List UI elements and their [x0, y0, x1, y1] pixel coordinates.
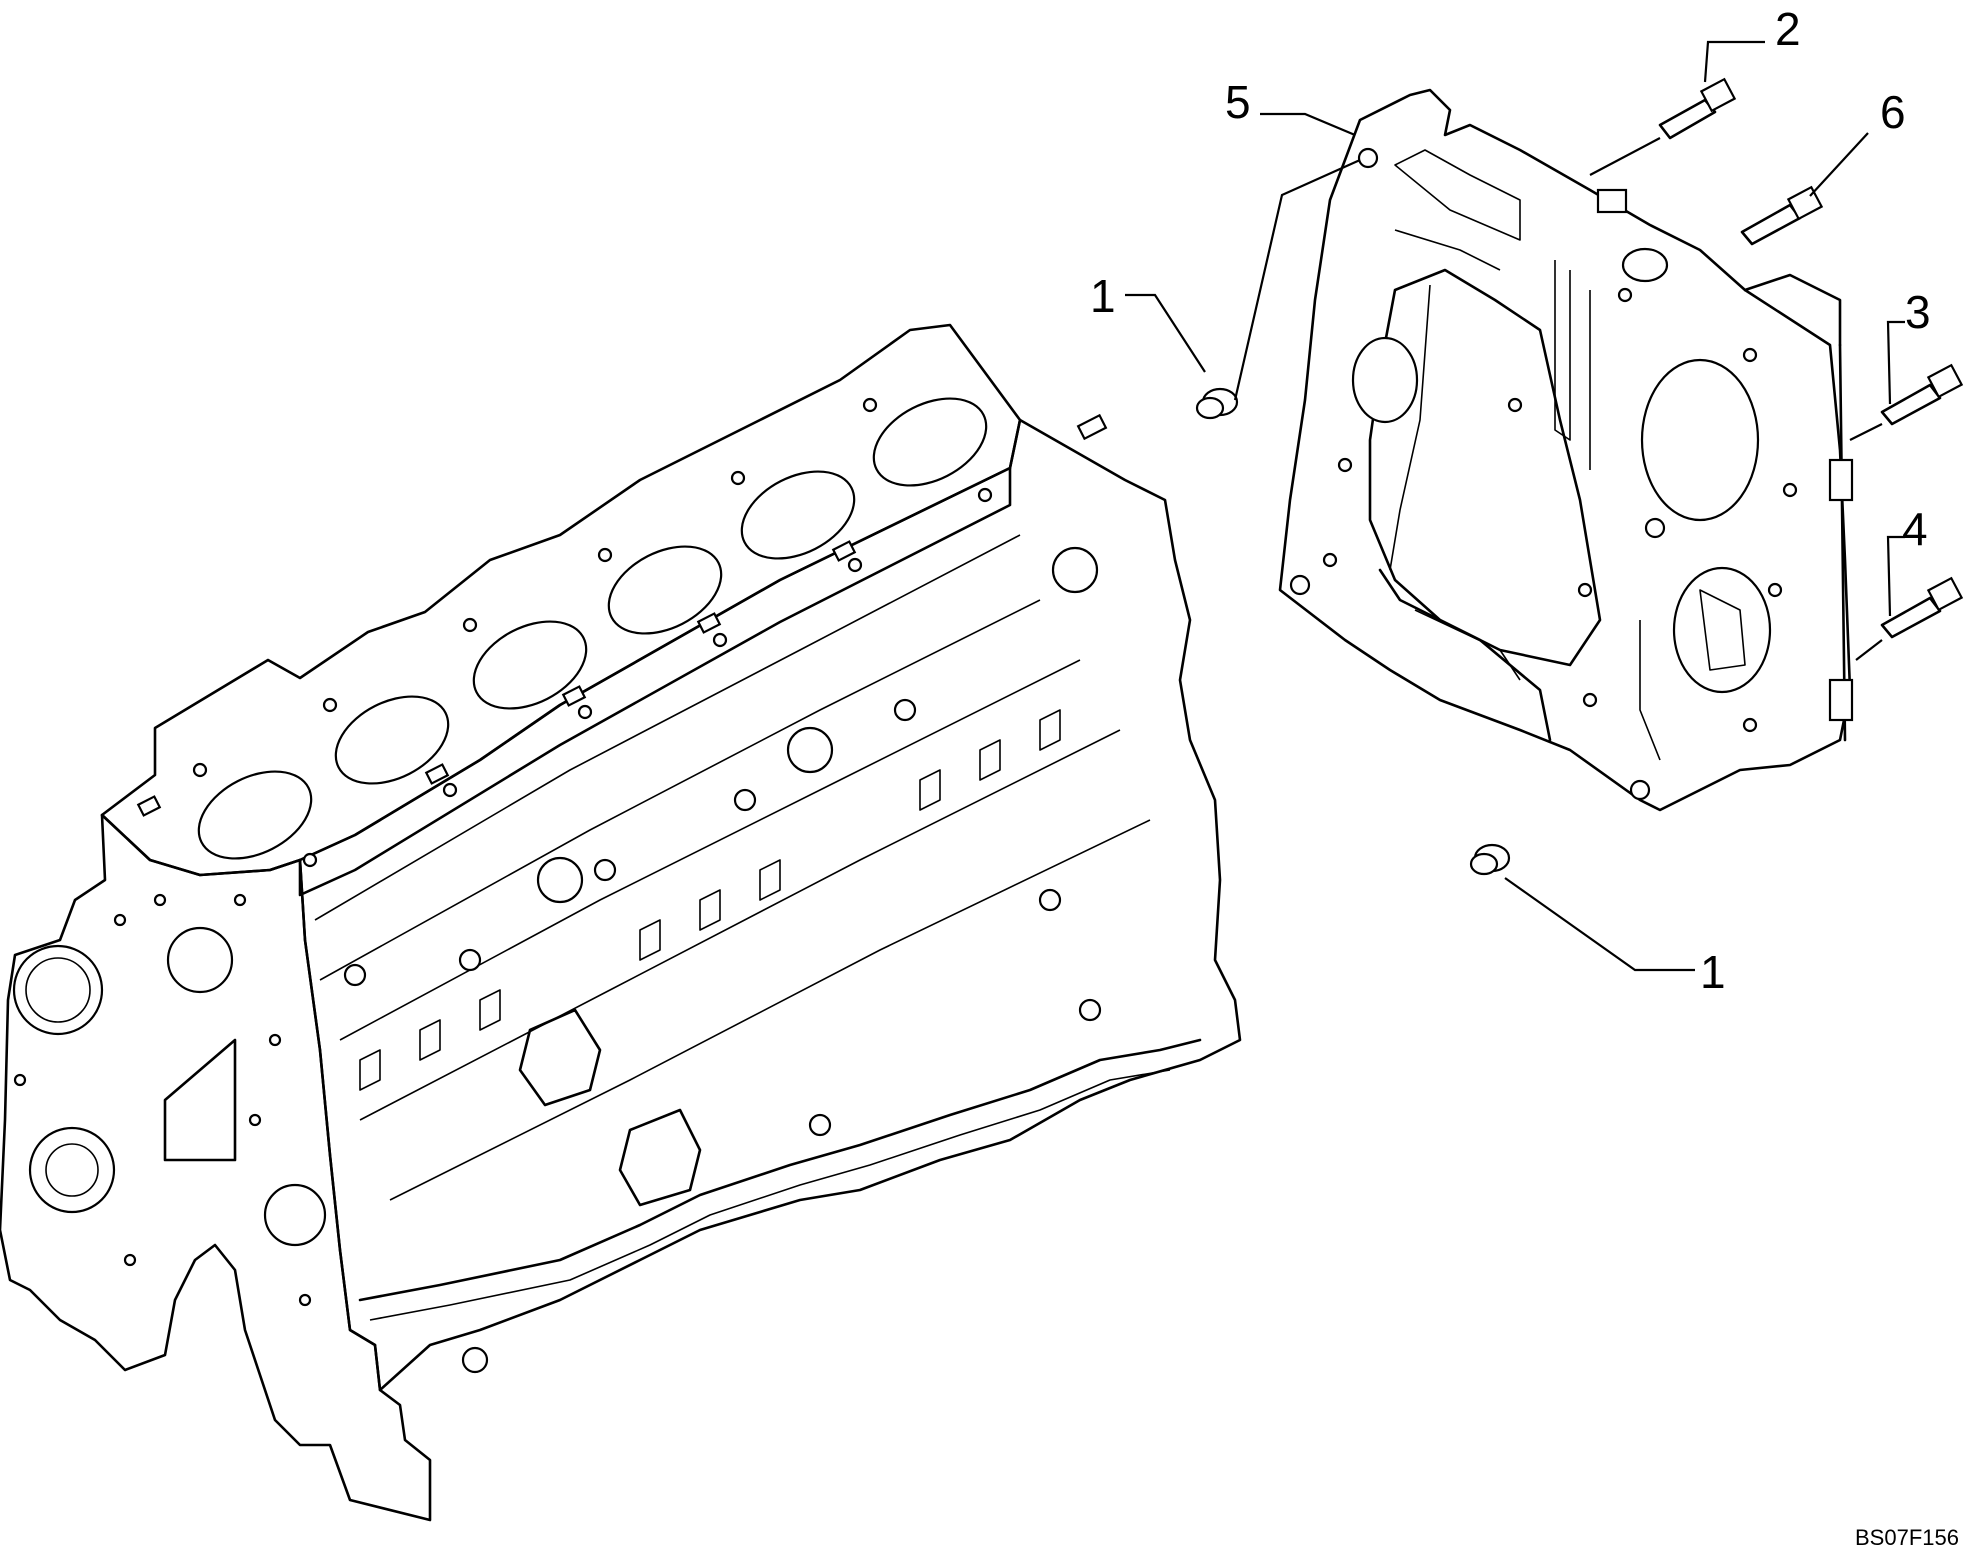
housing-bore-lower: [1672, 566, 1772, 694]
gear-housing: [1278, 88, 1854, 812]
leader-lines: [1125, 40, 1905, 972]
callout-4: 4: [1902, 503, 1928, 555]
callout-1-upper: 1: [1090, 270, 1116, 322]
end-face-features: [12, 893, 327, 1307]
callout-3: 3: [1905, 286, 1931, 338]
bolt-6: [1740, 185, 1824, 246]
bolt-3: [1880, 363, 1964, 426]
callout-labels: 1 1 2 3 4 5 6: [1090, 3, 1931, 998]
leader-3b: [1849, 423, 1883, 441]
cylinder-bore-3: [472, 620, 588, 710]
leader-5: [1260, 112, 1356, 137]
block-side-face: [298, 418, 1242, 1392]
leader-2b: [1589, 137, 1661, 176]
block-pan-rail: [358, 1038, 1202, 1302]
leader-5b: [1233, 158, 1361, 401]
dowel-sleeve-lower: [1469, 843, 1511, 876]
engine-block: [0, 323, 1242, 1522]
callout-5: 5: [1225, 76, 1251, 128]
cylinder-bore-6: [872, 397, 988, 487]
cylinder-bores: [197, 397, 988, 860]
cylinder-bore-2: [334, 695, 450, 785]
housing-bore-upper: [1640, 358, 1760, 522]
leader-4: [1886, 535, 1905, 617]
housing-bore-left: [1351, 336, 1419, 424]
cylinder-bore-5: [740, 470, 856, 560]
deck-bolt-holes: [136, 397, 1108, 868]
dowel-sleeve-upper: [1195, 387, 1239, 420]
leader-1b: [1504, 877, 1695, 972]
bolt-4: [1880, 576, 1964, 639]
side-face-features: [343, 546, 1102, 1374]
figure-code: BS07F156: [1855, 1525, 1959, 1550]
cylinder-bore-1: [197, 770, 313, 860]
leader-6: [1809, 132, 1869, 197]
leader-1a: [1125, 293, 1206, 373]
cylinder-bore-4: [607, 545, 723, 635]
callout-1-lower: 1: [1700, 946, 1726, 998]
housing-opening: [1368, 268, 1602, 667]
leader-3: [1886, 320, 1905, 405]
gear-housing-outline: [1278, 88, 1852, 812]
callout-6: 6: [1880, 86, 1906, 138]
leader-4b: [1855, 639, 1883, 661]
leader-2: [1703, 40, 1765, 83]
crankshaft-bore: [28, 1126, 116, 1214]
callout-2: 2: [1775, 3, 1801, 55]
camshaft-bore: [12, 944, 104, 1036]
bolt-2: [1658, 77, 1737, 140]
